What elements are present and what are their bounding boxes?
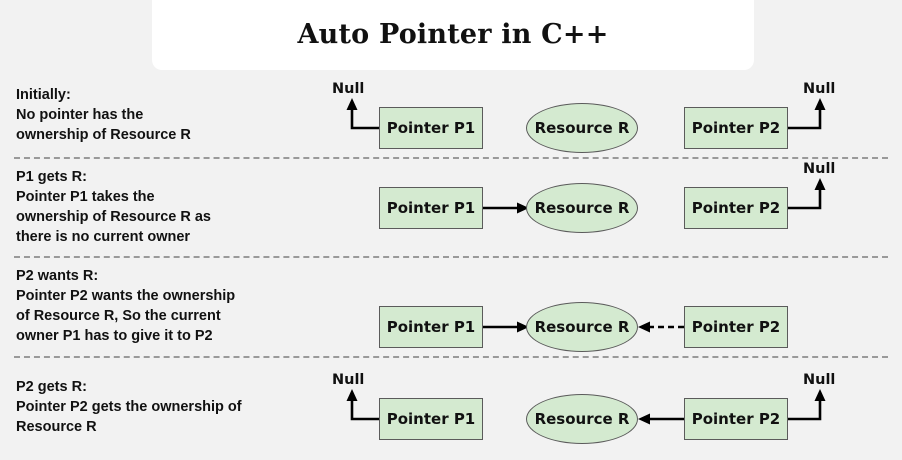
row-p1-gets-r-pointer-p2: Pointer P2 <box>684 187 788 229</box>
node-label: Resource R <box>534 119 630 137</box>
node-label: Resource R <box>534 410 630 428</box>
row-p2-gets-r-pointer-p2: Pointer P2 <box>684 398 788 440</box>
row-p2-gets-r-pointer-p1: Pointer P1 <box>379 398 483 440</box>
page-title: Auto Pointer in C++ <box>297 18 609 50</box>
node-label: Pointer P2 <box>691 199 781 217</box>
row-initially-pointer-p1: Pointer P1 <box>379 107 483 149</box>
row-p1-gets-r-p2-null-connector <box>788 178 826 210</box>
row-p1-gets-r-pointer-p1: Pointer P1 <box>379 187 483 229</box>
row-p2-wants-r-pointer-p1: Pointer P1 <box>379 306 483 348</box>
node-label: Pointer P1 <box>386 410 476 428</box>
row-initially-text: Initially: No pointer has the ownership … <box>16 87 191 143</box>
row-p2-wants-r-text: P2 wants R: Pointer P2 wants the ownersh… <box>16 268 236 344</box>
row-initially-p2-null-connector <box>788 98 826 130</box>
node-label: Pointer P1 <box>386 318 476 336</box>
row-p2-gets-r-p2-to-resource-arrow <box>638 413 684 425</box>
row-separator-1 <box>14 157 888 159</box>
row-p2-wants-r-pointer-p2: Pointer P2 <box>684 306 788 348</box>
row-p1-gets-r-p1-to-resource-arrow <box>483 202 529 214</box>
node-label: Pointer P1 <box>386 199 476 217</box>
row-p2-wants-r-p1-to-resource-arrow <box>483 321 529 333</box>
row-p1-gets-r-p2-null-label: Null <box>803 161 836 177</box>
row-p2-gets-r-p1-null-label: Null <box>332 372 365 388</box>
row-p2-gets-r-resource-r: Resource R <box>526 394 638 444</box>
row-separator-2 <box>14 256 888 258</box>
row-p1-gets-r-resource-r: Resource R <box>526 183 638 233</box>
row-p2-wants-r-resource-r: Resource R <box>526 302 638 352</box>
node-label: Pointer P2 <box>691 410 781 428</box>
row-separator-3 <box>14 356 888 358</box>
row-initially-p1-null-label: Null <box>332 81 365 97</box>
row-initially-pointer-p2: Pointer P2 <box>684 107 788 149</box>
row-p2-gets-r-p2-null-label: Null <box>803 372 836 388</box>
node-label: Resource R <box>534 199 630 217</box>
row-initially-resource-r: Resource R <box>526 103 638 153</box>
row-p2-wants-r-p2-to-resource-dashed-arrow <box>638 321 684 333</box>
node-label: Pointer P2 <box>691 119 781 137</box>
row-initially-p2-null-label: Null <box>803 81 836 97</box>
node-label: Resource R <box>534 318 630 336</box>
row-p2-gets-r-text: P2 gets R: Pointer P2 gets the ownership… <box>16 379 242 435</box>
node-label: Pointer P1 <box>386 119 476 137</box>
row-p1-gets-r-text: P1 gets R: Pointer P1 takes the ownershi… <box>16 169 211 245</box>
node-label: Pointer P2 <box>691 318 781 336</box>
title-card: Auto Pointer in C++ <box>152 0 754 70</box>
row-p2-gets-r-p2-null-connector <box>788 389 826 421</box>
